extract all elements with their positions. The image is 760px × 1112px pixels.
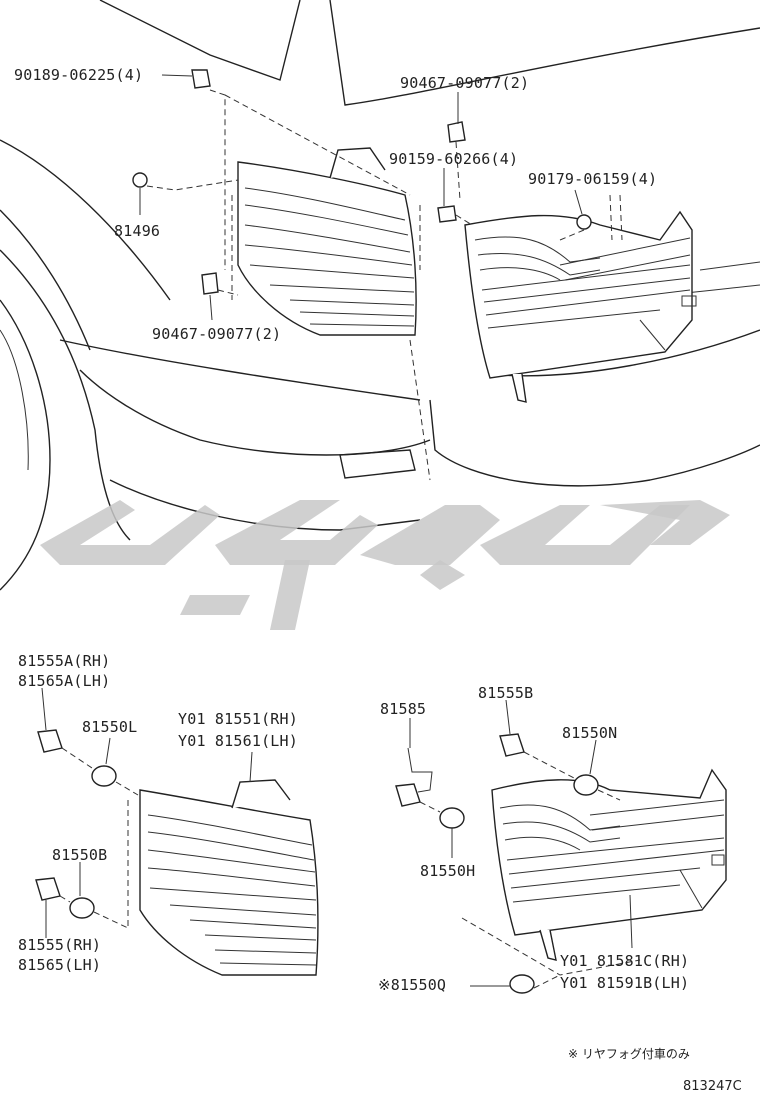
- lower-right-lamp: [461, 768, 727, 976]
- nut-90467-upper: [447, 121, 466, 143]
- label-81551-rh: Y01 81551(RH): [178, 710, 298, 728]
- socket-81555a: [37, 729, 63, 753]
- label-81581c-rh: Y01 81581C(RH): [560, 952, 689, 970]
- label-81561-lh: Y01 81561(LH): [178, 732, 298, 750]
- lower-right-bulbs: [395, 699, 633, 994]
- part-labels: 90189-06225(4) 90467-09077(2) 90159-6026…: [14, 66, 742, 1094]
- vehicle-body: [0, 0, 760, 591]
- label-81565-lh: 81565(LH): [18, 956, 101, 974]
- socket-81555: [35, 877, 61, 901]
- bulb-81550n: [573, 774, 599, 796]
- bulb-81550h: [439, 807, 465, 829]
- upper-left-tail-lamp: [237, 147, 417, 336]
- label-81550h: 81550H: [420, 862, 475, 880]
- screw-90159: [437, 205, 457, 223]
- label-90467-09077-upper: 90467-09077(2): [400, 74, 529, 92]
- label-90189-06225: 90189-06225(4): [14, 66, 143, 84]
- footnote: ※ リヤフォグ付車のみ: [568, 1047, 690, 1061]
- bulb-81550l: [91, 765, 117, 787]
- label-81555b: 81555B: [478, 684, 533, 702]
- label-81550b: 81550B: [52, 846, 107, 864]
- label-81496: 81496: [114, 222, 160, 240]
- label-81555a-rh: 81555A(RH): [18, 652, 110, 670]
- label-81591b-lh: Y01 81591B(LH): [560, 974, 689, 992]
- clip-90189: [191, 69, 211, 89]
- label-81550n: 81550N: [562, 724, 617, 742]
- socket-81555b: [499, 733, 525, 757]
- nut-90179: [576, 214, 592, 230]
- diagram-code: 813247C: [683, 1079, 742, 1094]
- watermark: [40, 500, 730, 630]
- socket-81585: [395, 783, 421, 807]
- label-81555-rh: 81555(RH): [18, 936, 101, 954]
- label-81585: 81585: [380, 700, 426, 718]
- label-90179-06159: 90179-06159(4): [528, 170, 657, 188]
- bulb-81550b: [69, 897, 95, 919]
- label-90159-60266: 90159-60266(4): [389, 150, 518, 168]
- label-81550l: 81550L: [82, 718, 137, 736]
- lower-left-bulbs: [35, 687, 253, 938]
- wire-81585: [407, 747, 433, 793]
- bulb-81550q: [509, 974, 535, 994]
- upper-hardware: [132, 69, 623, 321]
- nut-90467-lower: [201, 272, 219, 295]
- clip-81496: [132, 172, 148, 188]
- label-81565a-lh: 81565A(LH): [18, 672, 110, 690]
- label-90467-09077-lower: 90467-09077(2): [152, 325, 281, 343]
- upper-right-lamp: [464, 210, 697, 403]
- lower-left-lamp: [139, 779, 319, 976]
- label-81550q: ※81550Q: [378, 976, 446, 994]
